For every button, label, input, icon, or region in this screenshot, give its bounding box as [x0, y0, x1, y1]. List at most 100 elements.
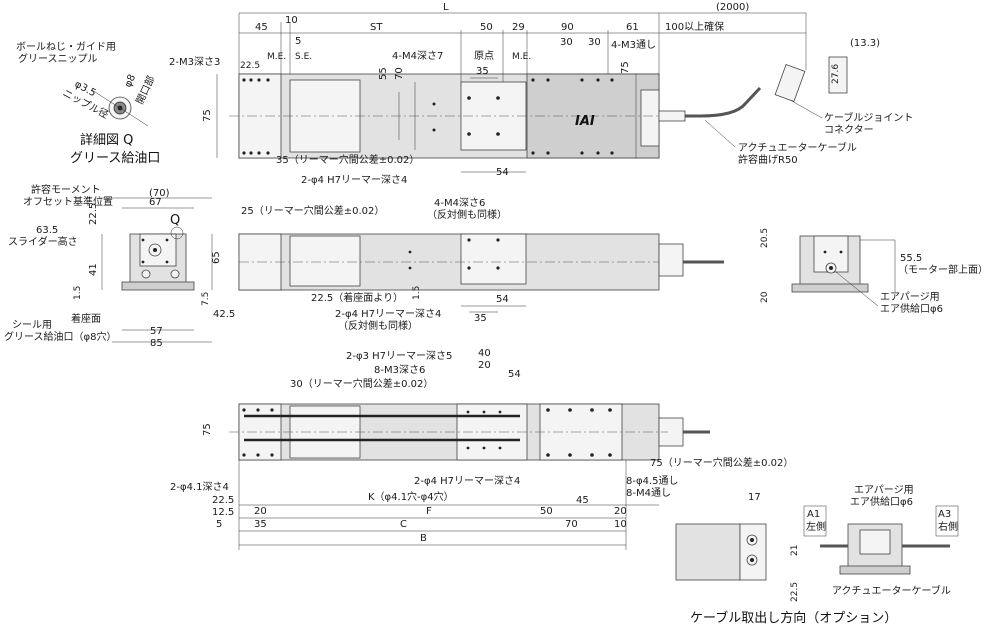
- option-purge-2: エア供給口φ6: [850, 495, 913, 508]
- m4-depth-7-label: 4-M4深さ7: [392, 50, 443, 62]
- dim-22-5-bottom: 22.5: [212, 495, 234, 506]
- dim-50: 50: [480, 22, 493, 33]
- dim-75-bottom: 75: [202, 423, 213, 436]
- dim-40-bottom: 40: [478, 348, 491, 359]
- dim-K: K（φ4.1穴-φ4穴）: [368, 490, 454, 503]
- dim-75b: 75: [620, 61, 631, 74]
- dim-45: 45: [255, 22, 268, 33]
- dim-C: C: [400, 519, 407, 530]
- origin-label: 原点: [474, 50, 494, 62]
- dim-45-bottom: 45: [576, 495, 589, 506]
- dim-1-5: 1.5: [73, 286, 83, 300]
- phi-8: φ8: [123, 73, 138, 89]
- front-slider: [460, 233, 527, 285]
- ream-30-label: 30（リーマー穴間公差±0.02）: [290, 377, 433, 390]
- dim-75: 75: [202, 109, 213, 122]
- ream-35-label: 35（リーマー穴間公差±0.02）: [276, 153, 419, 166]
- dim-F: F: [426, 506, 432, 517]
- same-opposite-2: （反対側も同様）: [338, 319, 418, 332]
- option-view: 17 A1 左側 エアパージ用 エア供給口φ6 A3 右側 21 22.5 アク…: [675, 484, 959, 626]
- a1-label: A1: [807, 509, 820, 520]
- me-label-2: M.E.: [512, 52, 531, 62]
- dim-70: 70: [394, 67, 405, 80]
- dim-30a: 30: [560, 37, 573, 48]
- dim-55-5: 55.5: [900, 253, 922, 264]
- mount-surface-label: 着座面: [71, 312, 101, 325]
- dim-12-5: 12.5: [212, 507, 234, 518]
- dim-61: 61: [626, 22, 639, 33]
- top-motor-end: [640, 89, 660, 147]
- dim-ST: ST: [370, 22, 383, 33]
- side-view: (70) 67 許容モーメント オフセット基準位置 22.5 Q 63.5 スラ…: [4, 183, 235, 349]
- dim-54-front: 54: [496, 294, 509, 305]
- cable-connector: [828, 56, 848, 94]
- dim-41: 41: [88, 263, 99, 276]
- phi3-ream-label: 2-φ3 H7リーマー深さ5: [346, 350, 452, 362]
- same-opposite-1: （反対側も同様）: [427, 208, 507, 221]
- dim-22-5-front: 22.5（着座面より）: [311, 291, 403, 304]
- moment-label-1: 許容モーメント: [31, 183, 101, 196]
- purge-label-2: エア供給口φ6: [880, 302, 943, 315]
- dim-35-front: 35: [474, 313, 487, 324]
- dim-67: 67: [149, 197, 162, 208]
- ream-75-label: 75（リーマー穴間公差±0.02）: [650, 456, 793, 469]
- dim-65: 65: [211, 251, 222, 264]
- dim-20-motor: 20: [760, 291, 770, 303]
- dim-22-5: 22.5: [240, 61, 260, 71]
- dim-54-bottom: 54: [508, 369, 521, 380]
- right-side-label: 右側: [938, 520, 958, 533]
- m3-depth-6-label: 8-M3深さ6: [374, 364, 425, 376]
- dim-1-5-front: 1.5: [412, 286, 422, 300]
- left-side-label: 左側: [806, 520, 826, 533]
- dim-20a: 20: [254, 506, 267, 517]
- bend-min-label: 100以上確保: [665, 20, 724, 33]
- option-cable-label: アクチュエーターケーブル: [832, 584, 951, 597]
- grease-label-1: ボールねじ・ガイド用: [16, 41, 116, 53]
- m4-depth-6-label: 4-M4深さ6: [434, 197, 485, 209]
- detail-q-title: 詳細図 Q: [80, 132, 133, 148]
- bend-radius-label: 許容曲げR50: [738, 153, 798, 166]
- cable-joint-label: ケーブルジョイント: [824, 111, 913, 124]
- dim-10: 10: [285, 15, 298, 26]
- dim-20-5: 20.5: [760, 228, 770, 248]
- dim-B: B: [420, 533, 427, 544]
- me-label-1: M.E.: [267, 52, 286, 62]
- front-view: 25（リーマー穴間公差±0.02） 4-M4深さ6 （反対側も同様） 22.5（…: [238, 197, 724, 332]
- dim-29: 29: [512, 22, 525, 33]
- dim-35: 35: [476, 66, 489, 77]
- dim-70p: (70): [149, 188, 170, 199]
- m3-through-label: 4-M3通し: [611, 39, 656, 51]
- dim-85: 85: [150, 338, 163, 349]
- dim-42-5: 42.5: [213, 309, 235, 320]
- ream-h7-label: 2-φ4 H7リーマー深さ4: [301, 174, 407, 186]
- ream-25-label: 25（リーマー穴間公差±0.02）: [241, 204, 384, 217]
- q-callout: Q: [170, 213, 180, 228]
- detail-q: ボールねじ・ガイド用 グリースニップル φ3.5 ニップル径 φ8 開口部 詳細…: [16, 41, 160, 166]
- dim-55: 55: [378, 67, 389, 80]
- dim-27-6: 27.6: [831, 64, 841, 84]
- grease-port-title: グリース給油口: [70, 151, 160, 166]
- m4-through-label: 8-M4通し: [626, 487, 671, 499]
- phi-4-1-label: 2-φ4.1深さ4: [170, 481, 229, 493]
- m3-depth-label: 2-M3深さ3: [169, 56, 220, 68]
- dim-50-bottom: 50: [540, 506, 553, 517]
- option-title: ケーブル取出し方向（オプション）: [690, 610, 897, 626]
- phi-4-5-label: 8-φ4.5通し: [626, 475, 678, 487]
- moment-label-2: オフセット基準位置: [23, 195, 113, 208]
- grease-label-2: グリースニップル: [18, 52, 98, 65]
- ream-h7-front: 2-φ4 H7リーマー深さ4: [335, 308, 441, 320]
- dim-90: 90: [561, 22, 574, 33]
- top-view: IAI L 45 10 5: [169, 2, 913, 186]
- side-base: [121, 281, 195, 291]
- purge-label-1: エアパージ用: [880, 291, 940, 303]
- dim-L: L: [443, 2, 449, 13]
- dim-21: 21: [790, 545, 800, 556]
- dim-5-bottom: 5: [216, 519, 222, 530]
- dim-22-5-side: 22.5: [88, 203, 99, 225]
- a3-label: A3: [938, 509, 951, 520]
- dim-5: 5: [295, 36, 301, 47]
- seal-label-2: グリース給油口（φ8穴）: [4, 330, 116, 343]
- bottom-view: 2-φ3 H7リーマー深さ5 40 20 8-M3深さ6 54 30（リーマー穴…: [170, 348, 793, 550]
- dim-22-5-option: 22.5: [790, 582, 800, 602]
